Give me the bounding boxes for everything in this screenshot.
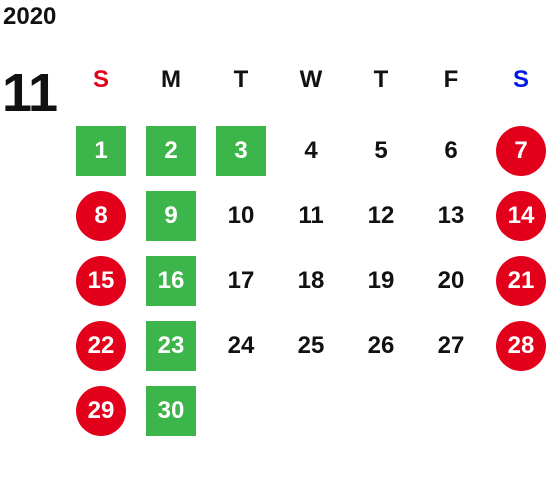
weekday-label: T [233, 66, 249, 93]
day-cell[interactable]: 26 [346, 313, 416, 378]
day-cell[interactable]: 6 [416, 118, 486, 183]
day-number: 7 [496, 125, 546, 176]
day-cell[interactable]: 21 [486, 248, 548, 313]
day-cell[interactable]: 7 [486, 118, 548, 183]
day-cell[interactable]: 23 [136, 313, 206, 378]
day-cell[interactable]: 5 [346, 118, 416, 183]
day-cell[interactable]: 14 [486, 183, 548, 248]
day-cell[interactable]: 19 [346, 248, 416, 313]
weekday-label: S [92, 66, 109, 93]
day-cell[interactable]: 29 [66, 378, 136, 443]
day-number: 5 [374, 136, 388, 164]
day-cell[interactable]: 3 [206, 118, 276, 183]
day-number: 10 [227, 201, 255, 229]
day-cell[interactable]: 9 [136, 183, 206, 248]
day-cell[interactable]: 4 [276, 118, 346, 183]
day-cell[interactable]: 13 [416, 183, 486, 248]
day-number: 14 [496, 190, 546, 241]
day-number: 28 [496, 320, 546, 371]
day-number: 30 [146, 385, 196, 436]
day-cell[interactable]: 11 [276, 183, 346, 248]
weekday-label: T [373, 66, 389, 93]
weekday-label: S [512, 66, 529, 93]
day-number: 1 [76, 125, 126, 176]
day-number: 13 [437, 201, 465, 229]
day-cell[interactable]: 22 [66, 313, 136, 378]
weekday-label: F [443, 66, 459, 93]
day-number: 4 [304, 136, 318, 164]
day-number: 9 [146, 190, 196, 241]
day-number: 29 [76, 385, 126, 436]
day-number: 2 [146, 125, 196, 176]
day-cell[interactable]: 27 [416, 313, 486, 378]
day-number: 16 [146, 255, 196, 306]
weekday-label: M [161, 66, 181, 93]
day-number: 22 [76, 320, 126, 371]
day-cell[interactable]: 17 [206, 248, 276, 313]
month-number: 11 [2, 63, 58, 123]
day-cell[interactable]: 24 [206, 313, 276, 378]
day-cell[interactable]: 15 [66, 248, 136, 313]
day-number: 12 [367, 201, 395, 229]
day-number: 3 [216, 125, 266, 176]
day-number: 26 [367, 331, 395, 359]
day-cell[interactable]: 16 [136, 248, 206, 313]
day-cell[interactable]: 12 [346, 183, 416, 248]
day-number: 15 [76, 255, 126, 306]
day-cell[interactable]: 2 [136, 118, 206, 183]
day-number: 19 [367, 266, 395, 294]
day-cell[interactable]: 28 [486, 313, 548, 378]
day-cell[interactable]: 20 [416, 248, 486, 313]
day-number: 8 [76, 190, 126, 241]
day-number: 18 [297, 266, 325, 294]
day-cell[interactable]: 30 [136, 378, 206, 443]
day-number: 11 [298, 201, 324, 229]
day-cell[interactable]: 10 [206, 183, 276, 248]
day-number: 17 [227, 266, 255, 294]
year-label: 2020 [3, 3, 57, 30]
weekday-label: W [299, 66, 323, 93]
day-cell[interactable]: 18 [276, 248, 346, 313]
day-cell[interactable]: 1 [66, 118, 136, 183]
day-number: 25 [297, 331, 325, 359]
day-number: 27 [437, 331, 465, 359]
day-number: 23 [146, 320, 196, 371]
day-cell[interactable]: 8 [66, 183, 136, 248]
day-number: 21 [496, 255, 546, 306]
day-number: 24 [227, 331, 255, 359]
day-cell[interactable]: 25 [276, 313, 346, 378]
day-number: 20 [437, 266, 465, 294]
day-number: 6 [444, 136, 458, 164]
